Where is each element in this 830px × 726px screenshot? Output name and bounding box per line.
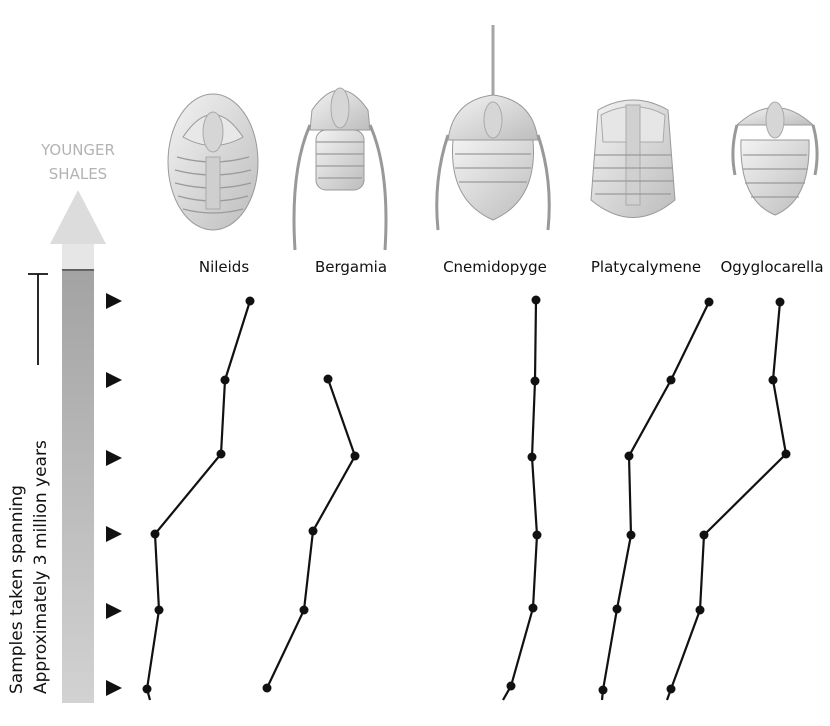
scale-bracket xyxy=(28,273,48,365)
lineage-point-nileids xyxy=(220,375,230,385)
lineage-point-ogyglocarella xyxy=(666,684,676,694)
lineage-point-bergamia xyxy=(308,526,318,536)
lineage-point-cnemidopyge xyxy=(532,530,542,540)
sample-marker-icon xyxy=(106,526,122,542)
arrow-head-icon xyxy=(50,190,106,244)
lineage-point-bergamia xyxy=(350,451,360,461)
arrow-label-line2: SHALES xyxy=(49,165,107,183)
rotated-label-line1: Samples taken spanning xyxy=(7,485,27,694)
sample-marker-icon xyxy=(106,372,122,388)
lineage-point-nileids xyxy=(150,529,160,539)
lineage-point-platycalymene xyxy=(704,297,714,307)
lineage-point-nileids xyxy=(216,449,226,459)
lineage-line-ogyglocarella xyxy=(665,301,788,701)
lineage-point-platycalymene xyxy=(624,451,634,461)
lineage-point-cnemidopyge xyxy=(528,603,538,613)
rotated-label-line2: Approximately 3 million years xyxy=(31,440,51,694)
taxon-label-cnemidopyge: Cnemidopyge xyxy=(443,258,547,276)
taxon-label-bergamia: Bergamia xyxy=(315,258,387,276)
lineage-line-cnemidopyge xyxy=(502,299,539,701)
taxon-label-nileids: Nileids xyxy=(199,258,249,276)
lineage-point-cnemidopyge xyxy=(531,295,541,305)
lineage-point-ogyglocarella xyxy=(768,375,778,385)
lineage-point-ogyglocarella xyxy=(695,605,705,615)
time-arrow xyxy=(50,190,106,703)
sample-marker-icon xyxy=(106,293,122,309)
nileid-trilobite-illustration xyxy=(167,93,259,231)
taxon-label-ogyglocarella: Ogyglocarella xyxy=(720,258,823,276)
lineage-point-platycalymene xyxy=(598,685,608,695)
lineage-point-ogyglocarella xyxy=(699,530,709,540)
lineage-line-nileids xyxy=(145,300,252,701)
lineage-point-bergamia xyxy=(262,683,272,693)
lineage-point-bergamia xyxy=(323,374,333,384)
lineage-point-platycalymene xyxy=(666,375,676,385)
sample-marker-icon xyxy=(106,680,122,696)
cnemidopyge-trilobite-illustration xyxy=(435,25,551,231)
lineage-point-nileids xyxy=(154,605,164,615)
lineage-point-cnemidopyge xyxy=(530,376,540,386)
lineage-point-nileids xyxy=(142,684,152,694)
sample-markers xyxy=(106,293,122,696)
lineage-point-ogyglocarella xyxy=(775,297,785,307)
lineage-traces xyxy=(142,295,791,701)
lineage-point-platycalymene xyxy=(626,530,636,540)
lineage-point-nileids xyxy=(245,296,255,306)
time-bar xyxy=(62,271,94,703)
sample-marker-icon xyxy=(106,603,122,619)
lineage-point-ogyglocarella xyxy=(781,449,791,459)
sample-marker-icon xyxy=(106,450,122,466)
platycalymene-trilobite-illustration xyxy=(590,99,676,218)
lineage-point-cnemidopyge xyxy=(527,452,537,462)
lineage-point-platycalymene xyxy=(612,604,622,614)
taxon-label-platycalymene: Platycalymene xyxy=(591,258,701,276)
arrow-neck xyxy=(62,244,94,270)
ogyglocarella-trilobite-illustration xyxy=(731,101,819,216)
lineage-point-bergamia xyxy=(299,605,309,615)
bergamia-trilobite-illustration xyxy=(292,87,388,251)
lineage-line-platycalymene xyxy=(600,301,710,701)
arrow-label-line1: YOUNGER xyxy=(40,141,115,159)
lineage-point-cnemidopyge xyxy=(506,681,516,691)
